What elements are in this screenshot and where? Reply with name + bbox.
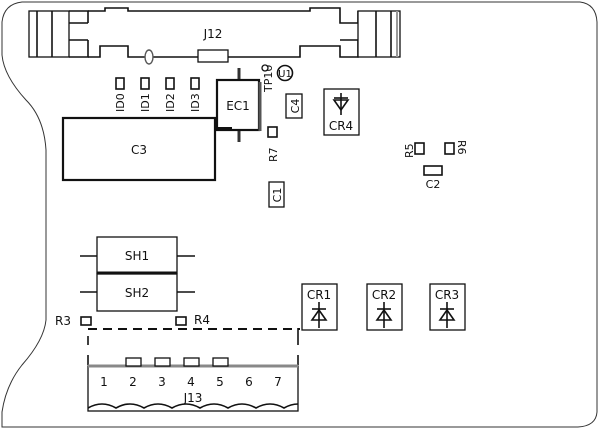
component-c3: C3 [61,116,232,182]
component-ec1: EC1 [215,68,262,142]
label-id0: ID0 [114,93,127,112]
label-tp10: TP10 [262,65,275,93]
j13-pin-6: 6 [245,375,253,389]
label-ec1: EC1 [226,99,250,113]
j12-fuse [197,49,229,63]
component-c1: C1 [268,181,285,208]
led-group: ID0 ID1 ID2 ID3 [114,77,202,112]
label-cr1: CR1 [307,288,331,302]
label-r3: R3 [55,314,71,328]
label-r6: R6 [455,140,468,155]
r4-pad [175,316,187,326]
led-id0-pad [115,77,125,90]
j13-latch-1 [125,357,142,367]
r3-pad [80,316,92,326]
label-cr3: CR3 [435,288,459,302]
label-r7: R7 [267,147,280,162]
label-c3: C3 [131,143,147,157]
r6-pad [444,142,455,155]
label-id3: ID3 [189,93,202,112]
j13-latch-3 [183,357,200,367]
j13-pin-3: 3 [158,375,166,389]
j13-pin-2: 2 [129,375,137,389]
label-c4: C4 [289,99,302,114]
diode-cr3: CR3 [429,283,466,331]
label-sh1: SH1 [125,249,149,263]
diode-cr2: CR2 [366,283,403,331]
r5-pad [414,142,425,155]
led-id1-pad [140,77,150,90]
diode-cr1: CR1 [301,283,338,331]
label-r5: R5 [403,143,416,158]
component-sh1: SH1 [80,236,195,274]
label-r4: R4 [194,313,210,327]
label-cr4: CR4 [329,119,353,133]
label-c1: C1 [271,188,284,203]
j13-pin-1: 1 [100,375,108,389]
connector-j13: 1 2 3 4 5 6 7 J13 [87,328,300,412]
j13-latch-2 [154,357,171,367]
c2-pad [423,165,443,176]
label-c2: C2 [426,178,441,191]
led-id2-pad [165,77,175,90]
label-j13: J13 [183,391,203,405]
j12-key [144,49,154,65]
label-cr2: CR2 [372,288,396,302]
label-id2: ID2 [164,93,177,112]
label-j12: J12 [203,27,223,41]
j13-pin-5: 5 [216,375,224,389]
label-sh2: SH2 [125,286,149,300]
j12-right-latch [357,10,401,58]
j13-pin-4: 4 [187,375,195,389]
connector-j12: J12 [28,7,401,65]
component-c4: C4 [285,93,303,119]
component-sh2: SH2 [80,271,195,312]
label-u1: U1 [278,69,292,80]
j12-left-latch [28,10,70,58]
diode-cr4: CR4 [323,88,360,136]
r7-pad [267,126,278,138]
j13-latch-4 [212,357,229,367]
label-id1: ID1 [139,93,152,112]
j13-pin-7: 7 [274,375,282,389]
led-id3-pad [190,77,200,90]
u1-outline [276,64,294,82]
tp10-point [261,64,269,72]
